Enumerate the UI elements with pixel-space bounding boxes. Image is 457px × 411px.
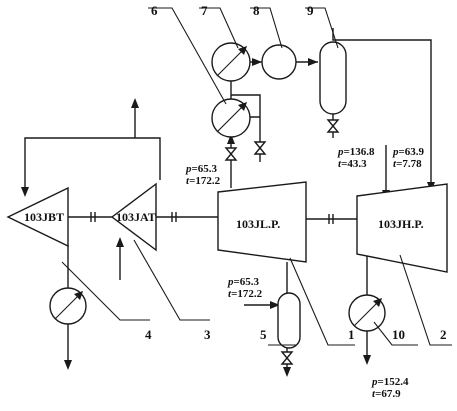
valve-hx6-bypass [253,141,267,155]
callout-4: 4 [145,327,152,342]
label-jbt: 103JBT [24,210,64,224]
svg-text:t=7.78: t=7.78 [393,158,422,170]
leader-8 [250,7,283,49]
leader-3 [133,239,210,321]
callout-10: 10 [392,327,405,342]
hx6-bypass-line [231,94,261,162]
label-hp: 103JH.P. [378,217,424,231]
hx-jbt-slash [54,292,82,320]
callout-1: 1 [348,327,355,342]
arrow-right-sep5-inlet [270,301,280,309]
arrow-up-jat-inlet [116,237,124,247]
svg-text:p=152.4: p=152.4 [371,376,409,388]
svg-text:p=65.3: p=65.3 [227,276,260,288]
equipment [6,41,448,349]
hx6-slash [216,103,246,133]
svg-text:t=172.2: t=172.2 [228,288,263,300]
separator-5-shape [277,292,301,349]
arrow-down-hx-outlet [64,360,72,370]
condition-sep5-inlet: p=65.3 t=172.2 [227,276,263,300]
arrow-right-to-hx8 [252,58,262,66]
heat-exchanger-8-shape [261,44,297,80]
callout-5: 5 [260,327,267,342]
leader-6 [148,7,227,105]
arrow-up-vent [131,98,139,108]
arrow-up-lp-feed [227,134,235,144]
leader-2 [399,254,452,346]
leader-7 [199,7,239,49]
label-jat: 103JAT [116,210,156,224]
svg-text:p=65.3: p=65.3 [185,163,218,175]
arrow-down-sep5-drain [283,367,291,377]
leader-9 [305,7,339,49]
svg-text:t=172.2: t=172.2 [186,175,221,187]
valve-lp-feed [224,147,238,161]
hx7-slash [216,47,246,77]
shaft-couplings [90,212,334,224]
arrow-down-into-jbt [21,187,29,197]
leader-4 [61,261,150,321]
leader-1 [289,257,355,346]
svg-text:t=43.3: t=43.3 [338,158,367,170]
turbine-hp-shape [356,183,448,273]
callout-9: 9 [307,3,314,18]
valve-sep5-drain [280,351,294,365]
svg-text:p=136.8: p=136.8 [337,146,375,158]
callout-6: 6 [151,3,158,18]
condition-hx10-outlet: p=152.4 t=67.9 [371,376,409,400]
hx6-slash-arrow [238,102,247,111]
callout-leaders [61,7,452,346]
callout-8: 8 [253,3,260,18]
valves [224,119,340,365]
hx7-slash-arrow [238,46,247,55]
condition-after-valve: p=65.3 t=172.2 [185,163,221,187]
drum-9-shape [319,41,347,115]
compressor-jat-shape [110,182,157,252]
hx10-slash-arrow [373,298,382,307]
callout-3: 3 [204,327,211,342]
recycle-line [24,137,161,190]
leader-10 [373,321,418,346]
callout-2: 2 [440,327,447,342]
label-lp: 103JL.P. [236,217,280,231]
turbine-lp-shape [217,181,307,263]
svg-text:p=63.9: p=63.9 [392,146,425,158]
condition-hp-inlet: p=63.9 t=7.78 [392,146,425,170]
valve-drum9-drain [326,119,340,133]
condition-drum9-outlet: p=136.8 t=43.3 [337,146,375,170]
arrow-right-to-drum9 [308,58,318,66]
svg-text:t=67.9: t=67.9 [372,388,401,400]
hx-jbt-slash-arrow [74,291,83,300]
callout-7: 7 [201,3,208,18]
arrow-down-hx10-outlet [363,355,371,365]
vaporizer-jbt-shape [6,186,69,248]
hx10-slash [353,299,381,327]
